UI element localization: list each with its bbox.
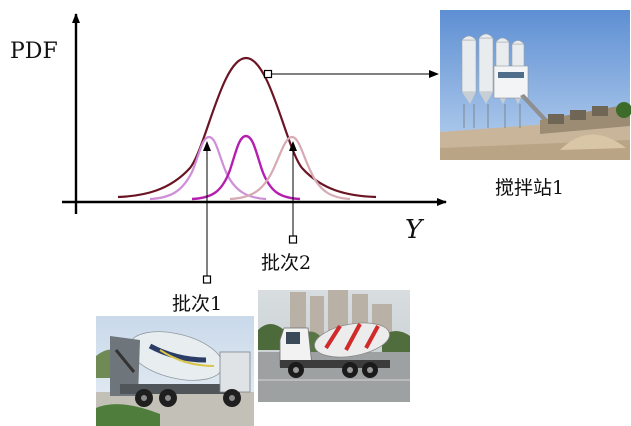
batch-middle-distribution-curve	[191, 134, 301, 201]
plant-photo	[440, 10, 631, 160]
x-axis-label: Y	[405, 215, 425, 245]
batch1-distribution-curve	[149, 135, 267, 201]
batch2-label: 批次2	[261, 252, 311, 274]
truck-photo-right	[258, 290, 410, 402]
truck-photo-left	[96, 316, 254, 426]
plant-label: 搅拌站1	[495, 177, 564, 199]
overall-distribution-curve	[117, 56, 377, 199]
batch1-label: 批次1	[172, 293, 222, 315]
y-axis-label: PDF	[10, 39, 58, 64]
plant-anchor-marker	[263, 69, 273, 79]
batch1-anchor-marker	[202, 275, 212, 284]
batch2-distribution-curve	[229, 135, 351, 201]
batch2-anchor-marker	[288, 235, 298, 244]
